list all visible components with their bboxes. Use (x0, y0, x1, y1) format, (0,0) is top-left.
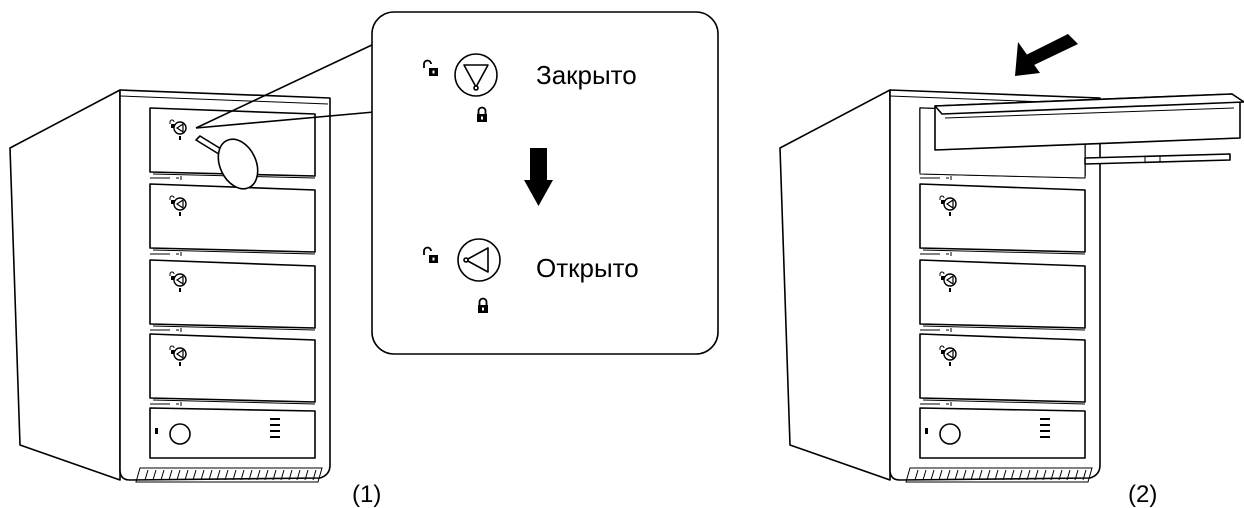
lock-state-open: Открыто (423, 238, 639, 314)
key-icon (195, 135, 259, 190)
figure-2-label: (2) (1128, 481, 1157, 508)
enclosure-figure-1 (10, 90, 330, 482)
keyhole-open-icon (457, 238, 501, 282)
lock-state-closed: Закрыто (423, 53, 637, 123)
figure-1-label: (1) (352, 481, 381, 508)
callout-pointer (195, 43, 375, 129)
insert-arrow-icon (1015, 34, 1078, 76)
state-closed-label: Закрыто (536, 60, 637, 90)
drive-tray (934, 93, 1244, 165)
arrow-down-icon (524, 148, 553, 206)
state-open-label: Открыто (536, 253, 639, 283)
